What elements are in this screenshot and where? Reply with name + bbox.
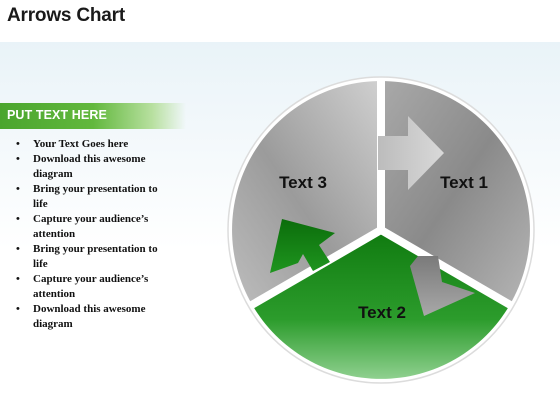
bullet-item: Download this awesome diagram	[14, 152, 174, 182]
arrow-down-icon	[410, 256, 475, 316]
page-title: Arrows Chart	[7, 5, 125, 26]
bullet-item: Bring your presentation to life	[14, 182, 174, 212]
bullet-item: Your Text Goes here	[14, 137, 174, 152]
arrow-up-icon	[270, 219, 335, 273]
segment-label-1: Text 1	[440, 173, 488, 192]
arrow-right-icon	[378, 116, 444, 190]
bullet-item: Download this awesome diagram	[14, 302, 174, 332]
section-banner: PUT TEXT HERE	[0, 103, 186, 129]
segment-label-3: Text 3	[279, 173, 327, 192]
bullet-item: Capture your audience’s attention	[14, 212, 174, 242]
segment-text-2	[252, 230, 510, 379]
bullet-item: Capture your audience’s attention	[14, 272, 174, 302]
banner-label: PUT TEXT HERE	[7, 108, 107, 122]
bullet-list: Your Text Goes here Download this awesom…	[14, 137, 174, 332]
ring-shadow	[227, 76, 535, 384]
segment-label-2: Text 2	[358, 303, 406, 322]
bullet-item: Bring your presentation to life	[14, 242, 174, 272]
